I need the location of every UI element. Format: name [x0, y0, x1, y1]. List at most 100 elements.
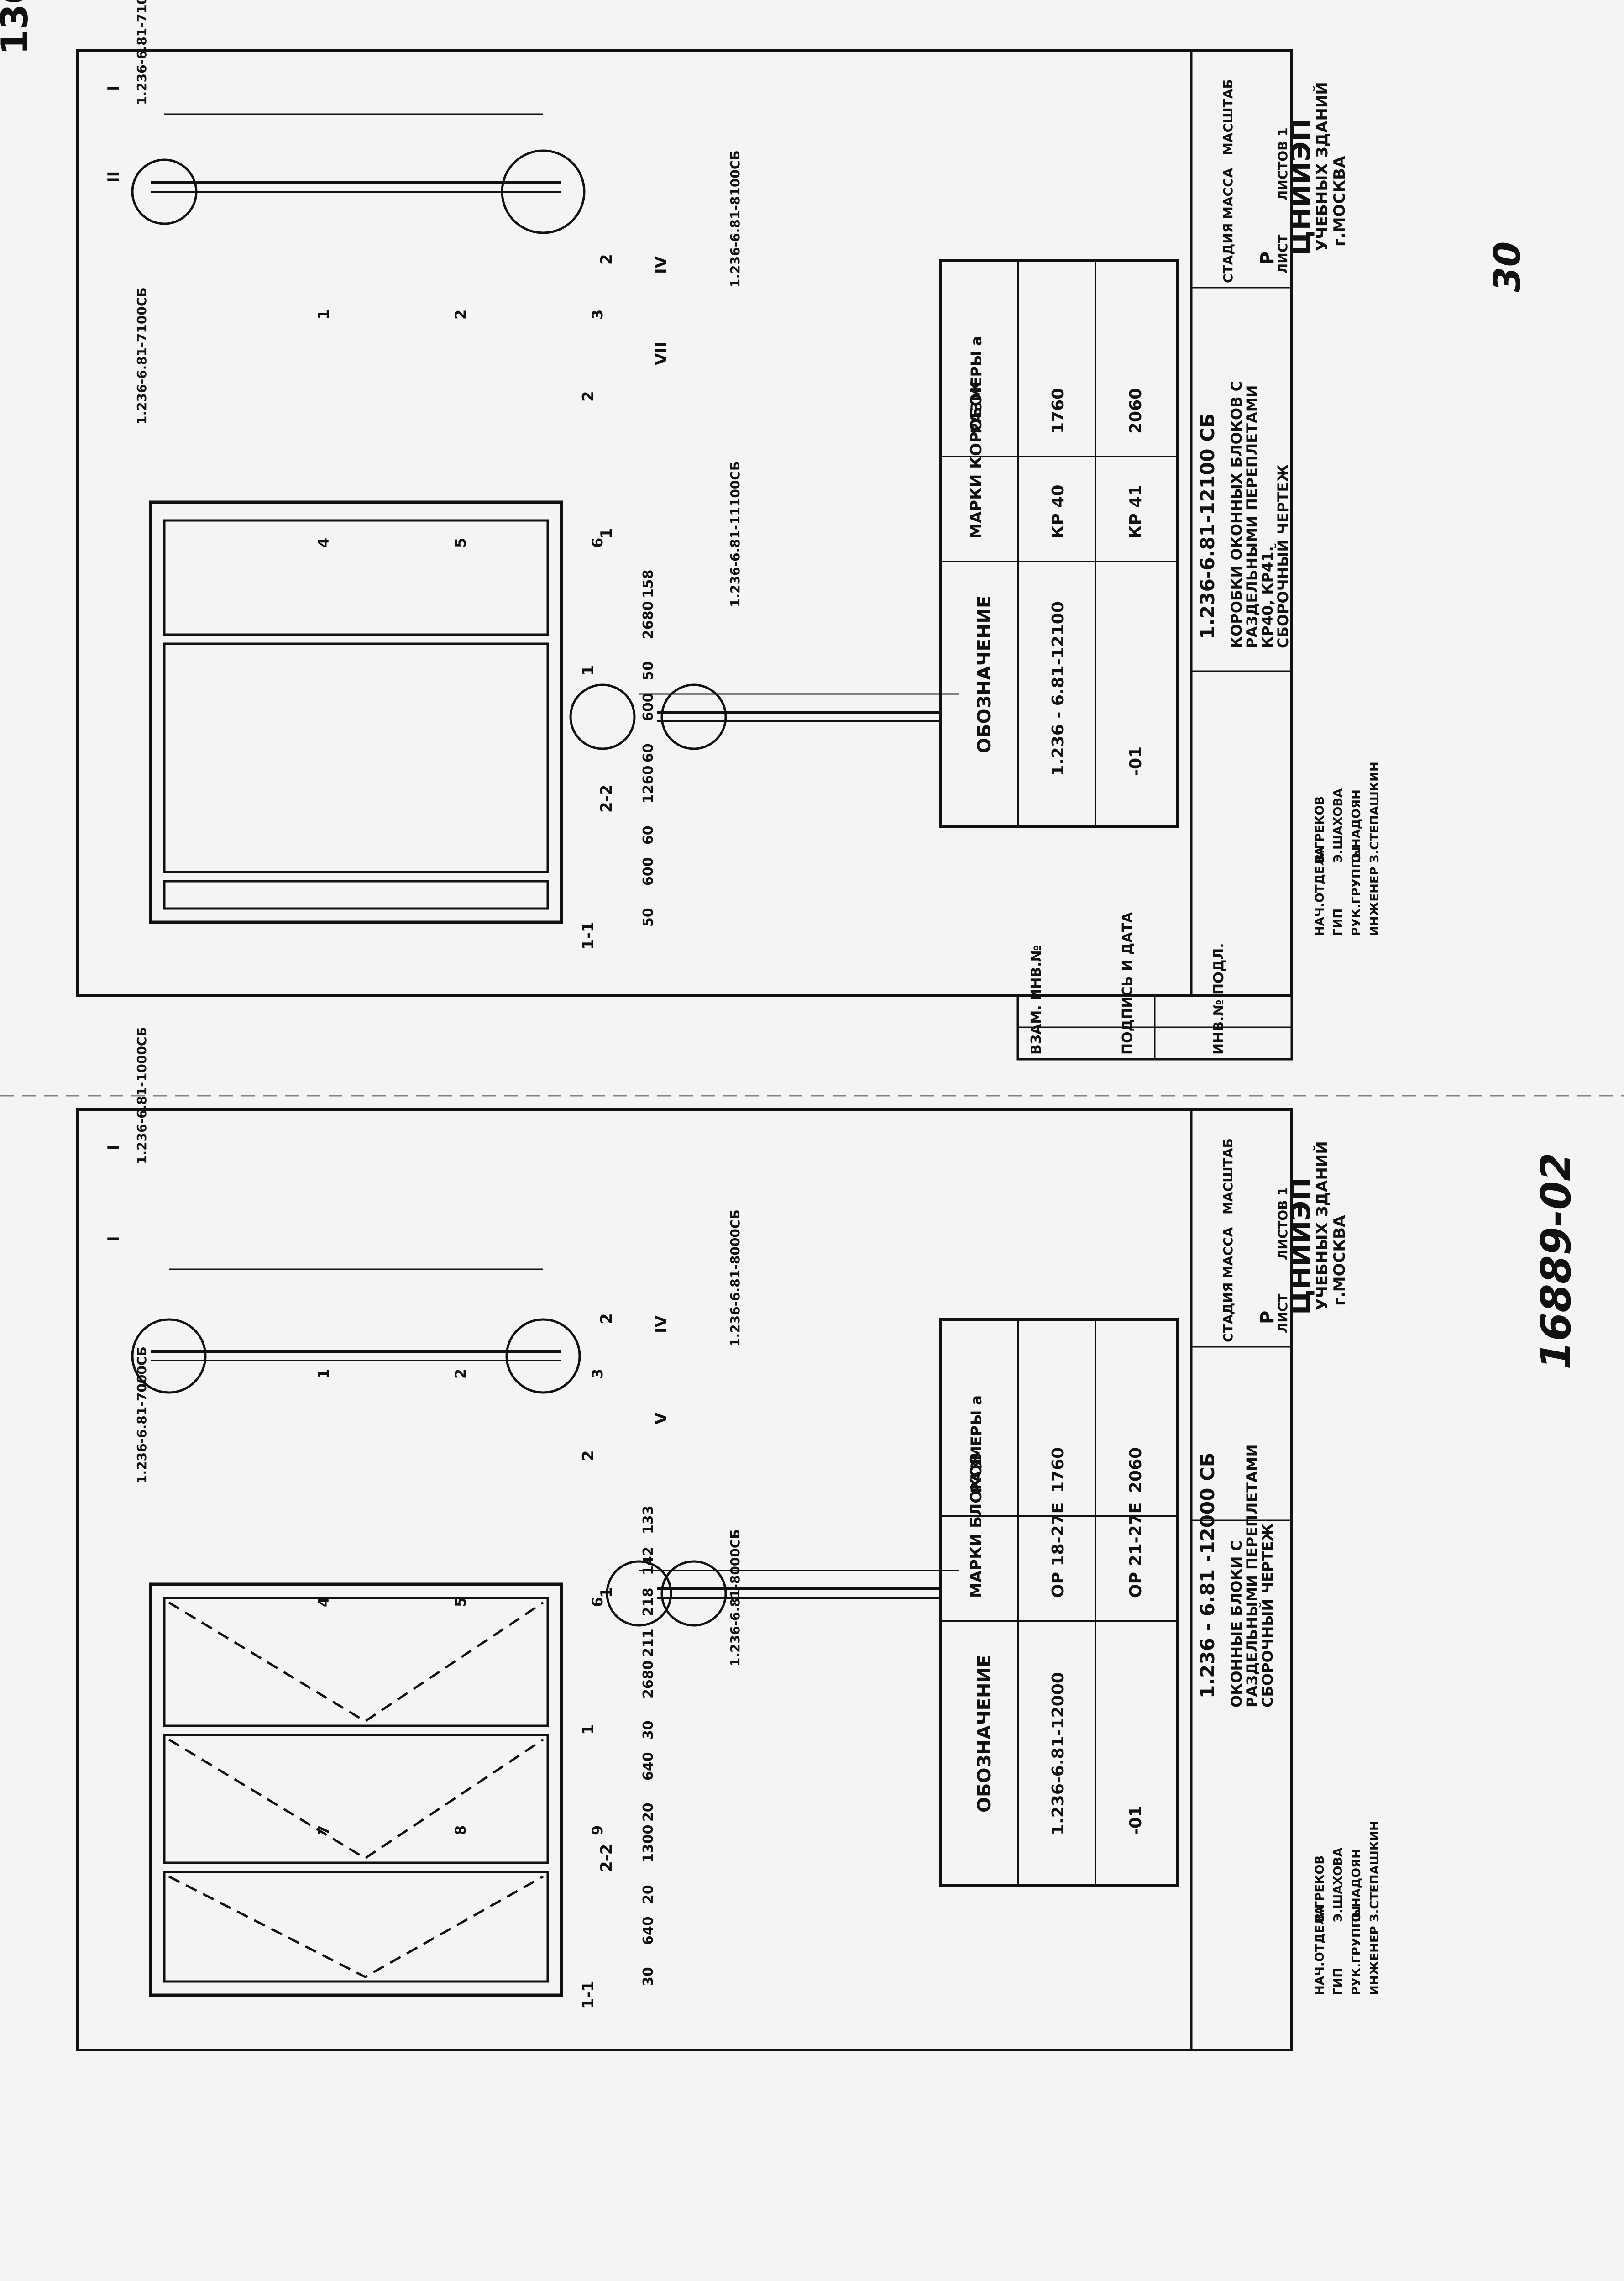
scale-label: МАСШТАБ [1221, 1138, 1236, 1214]
callout-roman: VII [652, 342, 671, 365]
staff-role: НАЧ.ОТДЕЛА [1313, 847, 1327, 936]
staff-role: НАЧ.ОТДЕЛА [1313, 1906, 1327, 1995]
callout-roman: I [105, 85, 123, 91]
dimension-label: 20 [640, 1885, 656, 1904]
staff-name: В.ГРЕКОВ [1313, 1855, 1327, 1922]
archive-page: 30 [1486, 242, 1529, 292]
detail-reference: 1.236-6.81-7100СБ [134, 287, 149, 425]
organization-line: УЧЕБНЫХ ЗДАНИЙ [1313, 82, 1331, 251]
organization-line: УЧЕБНЫХ ЗДАНИЙ [1313, 1141, 1331, 1310]
lower-section-2-2 [606, 1560, 959, 1627]
position-number: 2 [452, 1369, 469, 1379]
section-mark: 2-2 [597, 785, 616, 813]
upper-window-elevation [149, 500, 563, 924]
lower-spec-table [939, 1318, 1179, 1887]
stage-label: СТАДИЯ [1221, 1282, 1236, 1342]
table-header: МАРКИ КОРОБОК [967, 381, 985, 539]
detail-reference: 1.236-6.81-8000СБ [728, 1529, 743, 1666]
dimension-label: 30 [640, 1720, 656, 1740]
organization-line: ЦНИИЭП [1285, 118, 1317, 256]
dimension-label: 640 [640, 1916, 656, 1945]
position-number: 3 [589, 310, 606, 320]
position-number: 6 [589, 538, 606, 548]
position-number: 3 [589, 1369, 606, 1379]
callout-roman: I [105, 1236, 123, 1242]
archive-number: 16889-02 [1532, 1152, 1580, 1370]
dimension-label: 60 [640, 825, 656, 845]
upper-spec-table [939, 259, 1179, 828]
staff-role: ГИП [1331, 1968, 1345, 1995]
section-mark: 2-2 [597, 1844, 616, 1872]
section-mark: 1 [597, 528, 616, 539]
section-mark: 1 [579, 665, 597, 676]
staff-name: О.НАДОЯН [1350, 789, 1363, 863]
section-mark: 2 [579, 1450, 597, 1461]
position-number: 4 [315, 1597, 332, 1607]
callout-roman: I [105, 1145, 123, 1151]
stage-value: Р [1257, 252, 1278, 265]
position-number: 9 [589, 1825, 606, 1835]
callout-roman: V [652, 1412, 671, 1424]
strip-label: ВЗАМ. ИНВ.№ [1028, 945, 1044, 1055]
drawing-code: 1.236-6.81-12100 СБ [1196, 413, 1219, 639]
section-mark: 2 [597, 254, 616, 265]
staff-role: ИНЖЕНЕР [1368, 1926, 1382, 1995]
staff-name: Э.ШАХОВА [1331, 1848, 1345, 1922]
table-cell-mark: КР 41 [1126, 485, 1145, 539]
mass-label: МАССА [1221, 1227, 1236, 1278]
table-header: МАРКИ БЛОКОВ [967, 1452, 985, 1598]
drawing-title-line: СБОРОЧНЫЙ ЧЕРТЕЖ [1274, 464, 1292, 648]
organization-line: ЦНИИЭП [1285, 1177, 1317, 1315]
lower-section-1-1 [131, 1268, 581, 1394]
dimension-label: 50 [640, 908, 656, 927]
staff-name: Э.ШАХОВА [1331, 788, 1345, 863]
dimension-label: 1260 [640, 766, 656, 804]
section-mark: 1-1 [579, 1981, 597, 2009]
table-header: РАЗМЕРЫ a [968, 336, 985, 434]
dimension-label: 133 [640, 1505, 656, 1534]
table-cell-mark: ОР 21-27Е [1126, 1503, 1145, 1598]
scale-label: МАСШТАБ [1221, 79, 1236, 155]
position-number: 6 [589, 1597, 606, 1607]
table-header: ОБОЗНАЧЕНИЕ [974, 1655, 995, 1813]
section-mark: 2 [597, 1313, 616, 1324]
mass-label: МАССА [1221, 168, 1236, 219]
detail-reference: 1.236-6.81-11100СБ [728, 461, 743, 607]
drawing-code: 1.236 - 6.81 -12000 СБ [1196, 1452, 1219, 1698]
detail-reference: 1.236-6.81-7000СБ [134, 1346, 149, 1484]
dimension-label: 2680 [640, 601, 656, 640]
table-cell-mark: КР 40 [1049, 485, 1068, 539]
position-number: 2 [452, 310, 469, 320]
dimension-label: 142 [640, 1546, 656, 1575]
sheet-label: ЛИСТ [1275, 235, 1290, 274]
stage-label: СТАДИЯ [1221, 223, 1236, 283]
detail-reference: 1.236-6.81-8000СБ [728, 1209, 743, 1347]
table-header: ОБОЗНАЧЕНИЕ [974, 596, 995, 753]
lower-sheet: 1.236 - 6.81 -12000 СБ ОКОННЫЕ БЛОКИ С РАЗ… [76, 1027, 1382, 2051]
sheets-label: ЛИСТОВ 1 [1275, 127, 1290, 201]
dimension-label: 2680 [640, 1661, 656, 1699]
detail-reference: 1.236-6.81-1000СБ [134, 1027, 149, 1164]
drawing-title-line: РАЗДЕЛЬНЫМИ ПЕРЕПЛЕТАМИ [1243, 385, 1261, 648]
dimension-label: 1300 [640, 1825, 656, 1863]
drawing-title-line: ОКОННЫЕ БЛОКИ С [1228, 1540, 1245, 1708]
dimension-label: 600 [640, 693, 656, 721]
section-mark: 2 [579, 391, 597, 402]
position-number: 1 [315, 1369, 332, 1379]
sheet-number: 130 [0, 0, 36, 55]
upper-section-1-1 [131, 113, 586, 234]
drawing-title-line: СБОРОЧНЫЙ ЧЕРТЕЖ [1259, 1524, 1276, 1708]
staff-name: В.ГРЕКОВ [1313, 796, 1327, 863]
table-header: РАЗМЕРЫ a [968, 1395, 985, 1493]
table-cell-size: 1760 [1049, 388, 1068, 434]
table-cell-designation: 1.236 - 6.81-12100 [1049, 601, 1068, 776]
organization-line: г.МОСКВА [1331, 156, 1349, 247]
dimension-label: 640 [640, 1752, 656, 1781]
dimension-label: 30 [640, 1967, 656, 1986]
drawing-title-line: КР40, КР41. [1259, 546, 1276, 648]
upper-binding-strip [1016, 994, 1293, 1061]
stage-value: Р [1257, 1311, 1278, 1324]
